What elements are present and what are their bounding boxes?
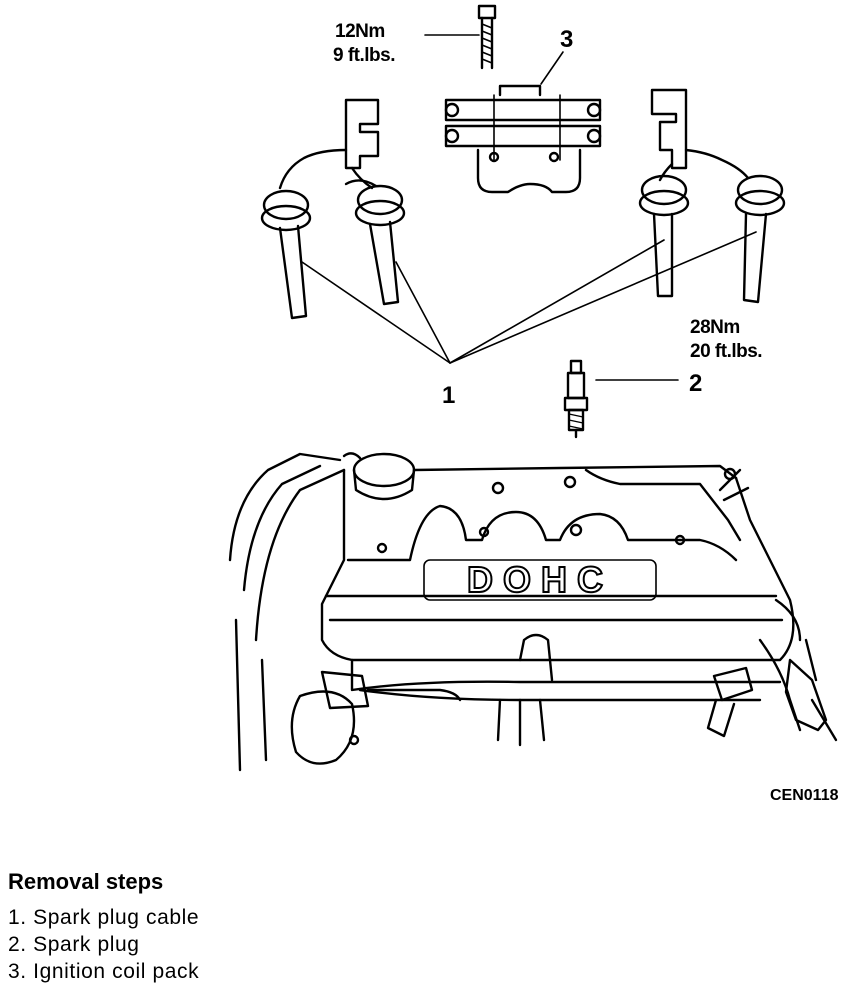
spark-plug-icon <box>563 359 589 439</box>
removal-step: 2. Spark plug <box>8 933 140 956</box>
removal-step: 1. Spark plug cable <box>8 906 200 929</box>
torque-plug-nm: 28Nm <box>690 317 740 338</box>
torque-plug-ftlbs: 20 ft.lbs. <box>690 341 763 362</box>
ignition-coil-pack-icon <box>444 84 602 194</box>
figure-code: CEN0118 <box>770 787 839 804</box>
callout-2: 2 <box>689 370 703 397</box>
callout-1: 1 <box>442 382 456 409</box>
torque-bolt-nm: 12Nm <box>335 21 385 42</box>
removal-step: 3. Ignition coil pack <box>8 960 200 983</box>
callout-leaders-1 <box>301 231 757 364</box>
engine-cylinder-head-icon <box>228 452 838 772</box>
callout-3: 3 <box>560 26 574 53</box>
coil-bolt-icon <box>477 4 497 70</box>
spark-plug-cable-icon <box>260 88 786 320</box>
removal-steps-list: 1. Spark plug cable 2. Spark plug 3. Ign… <box>8 904 199 985</box>
cover-text: DOHC <box>467 559 613 600</box>
torque-bolt-ftlbs: 9 ft.lbs. <box>333 45 396 66</box>
removal-steps-title: Removal steps <box>8 869 164 894</box>
callout-leader-3 <box>540 51 564 85</box>
